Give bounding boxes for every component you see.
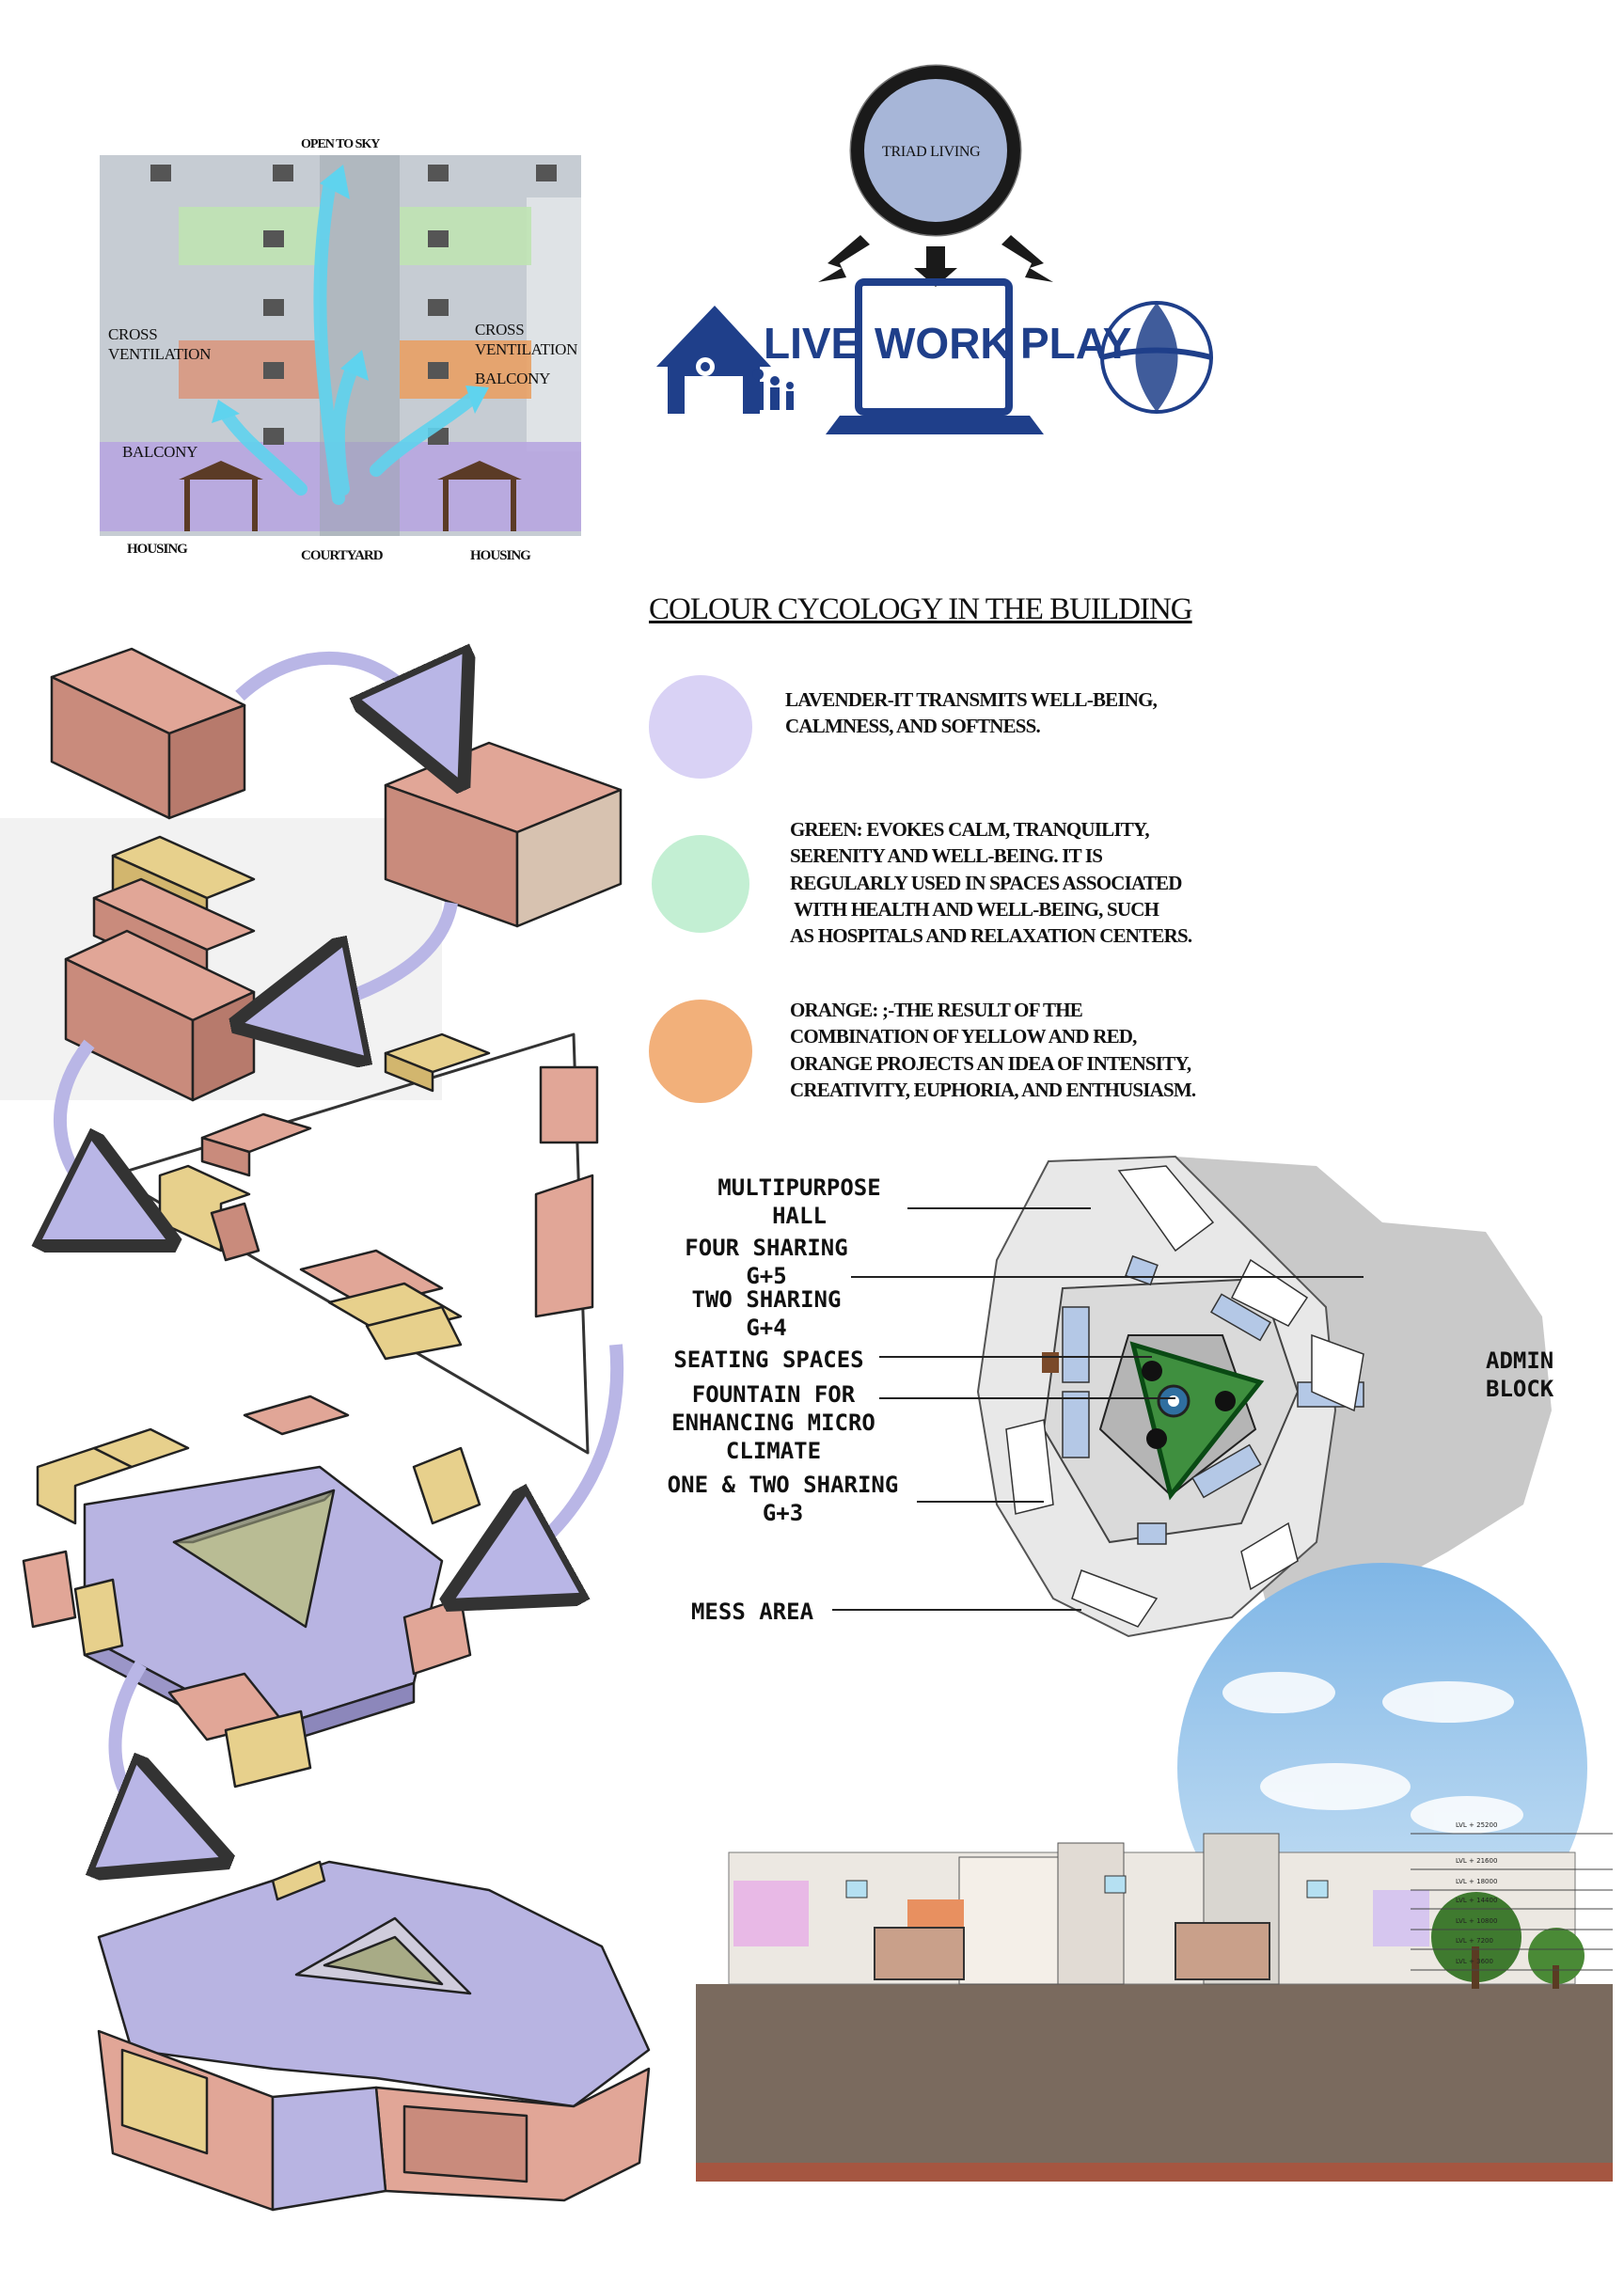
work-label: WORK <box>875 319 1012 368</box>
two-sharing-label: TWO SHARING G+4 <box>691 1286 842 1341</box>
green-swatch <box>652 835 749 933</box>
live-label: LIVE <box>764 319 860 368</box>
cross-ventilation-right-label: CROSS VENTILATION <box>475 321 578 359</box>
orange-text: ORANGE: ;-THE RESULT OF THE COMBINATION … <box>790 999 1196 1102</box>
level-label: LVL + 7200 <box>1456 1937 1493 1945</box>
green-text: GREEN: EVOKES CALM, TRANQUILITY, SERENIT… <box>790 818 1192 948</box>
evolution-arrows <box>60 658 624 1843</box>
lavender-text: LAVENDER-IT TRANSMITS WELL-BEING, CALMNE… <box>785 688 1158 738</box>
fountain-label: FOUNTAIN FOR ENHANCING MICRO CLIMATE <box>671 1381 875 1464</box>
level-label: LVL + 3600 <box>1456 1958 1493 1965</box>
plan-leader-lines <box>832 1207 1364 1611</box>
mess-area-label: MESS AREA <box>690 1599 814 1625</box>
triad-diagram <box>656 64 1213 434</box>
lavender-swatch <box>649 675 752 779</box>
housing-right-label: HOUSING <box>470 548 531 563</box>
multipurpose-hall-label: MULTIPURPOSE HALL <box>717 1174 881 1229</box>
balcony-left-label: BALCONY <box>122 443 198 461</box>
level-label: LVL + 21600 <box>1456 1857 1498 1865</box>
housing-left-label: HOUSING <box>127 542 188 557</box>
orange-swatch <box>649 1000 752 1103</box>
massing-evolution <box>0 647 651 2212</box>
level-label: LVL + 10800 <box>1456 1917 1498 1925</box>
open-to-sky-label: OPEN TO SKY <box>301 137 380 151</box>
courtyard-label: COURTYARD <box>301 548 384 563</box>
admin-block-label: ADMIN BLOCK <box>1486 1347 1554 1402</box>
site-plan <box>976 1155 1552 1638</box>
courtyard-section-image <box>100 155 581 536</box>
level-label: LVL + 18000 <box>1456 1878 1498 1885</box>
building-section <box>696 1563 1613 2182</box>
play-label: PLAY <box>1020 319 1132 368</box>
level-label: LVL + 14400 <box>1456 1897 1498 1904</box>
colour-psychology-title: COLOUR CYCOLOGY IN THE BUILDING <box>649 592 1193 626</box>
level-label: LVL + 25200 <box>1456 1821 1498 1829</box>
seating-spaces-label: SEATING SPACES <box>673 1347 864 1373</box>
four-sharing-label: FOUR SHARING G+5 <box>685 1235 848 1289</box>
triad-living-label: TRIAD LIVING <box>882 144 981 160</box>
cross-ventilation-left-label: CROSS VENTILATION <box>108 325 212 364</box>
one-two-sharing-label: ONE & TWO SHARING G+3 <box>667 1472 899 1526</box>
balcony-right-label: BALCONY <box>475 370 551 387</box>
